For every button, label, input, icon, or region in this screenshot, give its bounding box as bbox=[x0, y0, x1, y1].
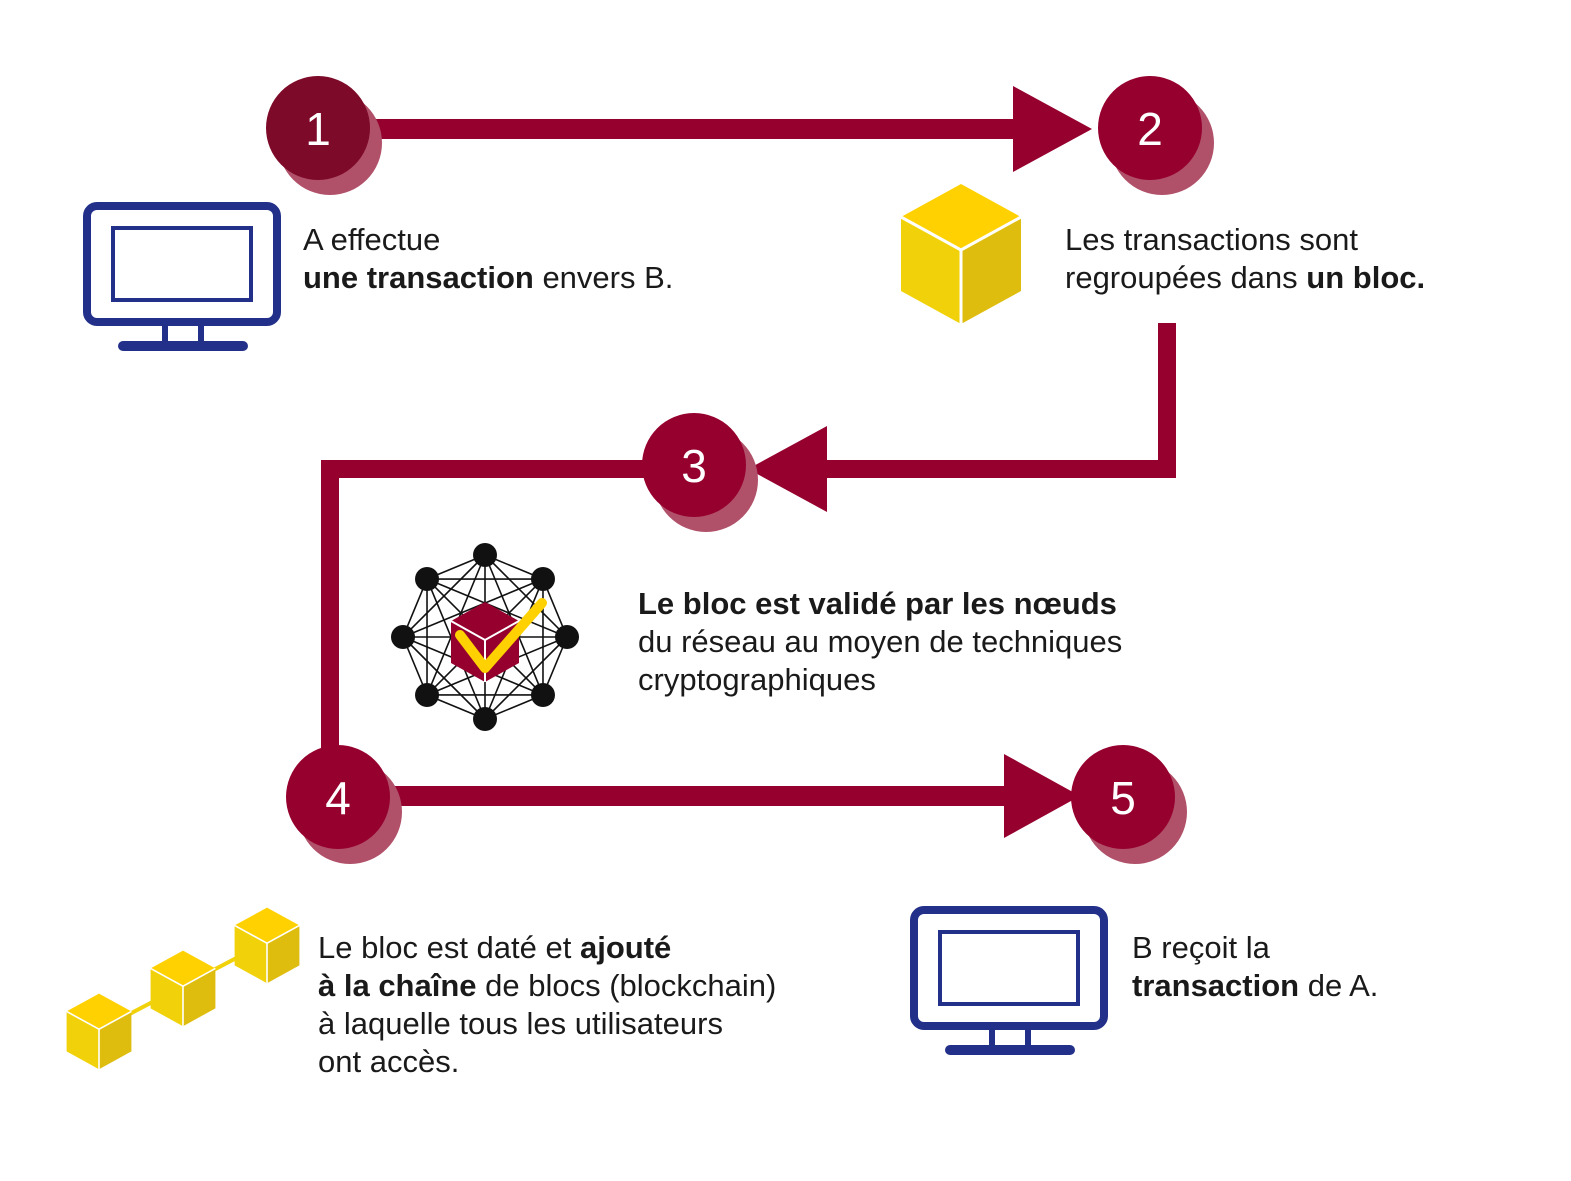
block-chain-icon bbox=[65, 906, 301, 1071]
svg-text:4: 4 bbox=[325, 772, 351, 824]
network-link bbox=[426, 578, 568, 638]
svg-text:2: 2 bbox=[1137, 103, 1163, 155]
step-3-badge: 3 bbox=[642, 413, 758, 532]
connector-1-2 bbox=[330, 86, 1092, 172]
caption-line: à la chaîne de blocs (blockchain) bbox=[318, 968, 776, 1003]
caption-line: B reçoit la bbox=[1132, 930, 1270, 965]
network-node bbox=[530, 682, 555, 707]
step-5-caption: B reçoit la transaction de A. bbox=[1132, 929, 1378, 1005]
network-node bbox=[415, 682, 440, 707]
step-1-badge: 1 bbox=[266, 76, 382, 195]
caption-text: A effectue bbox=[303, 222, 441, 257]
caption-text: Les transactions sont bbox=[1065, 222, 1358, 257]
caption-line: ont accès. bbox=[318, 1044, 459, 1079]
step-4-caption: Le bloc est daté et ajouté à la chaîne d… bbox=[318, 929, 776, 1081]
step-4-badge: 4 bbox=[286, 745, 402, 864]
caption-text: B reçoit la bbox=[1132, 930, 1270, 965]
caption-line: regroupées dans un bloc. bbox=[1065, 260, 1425, 295]
network-node bbox=[391, 625, 415, 649]
network-node bbox=[555, 625, 579, 649]
caption-line: A effectue bbox=[303, 222, 440, 257]
caption-line: Les transactions sont bbox=[1065, 222, 1358, 257]
caption-bold: un bloc. bbox=[1306, 260, 1426, 295]
svg-text:1: 1 bbox=[305, 103, 331, 155]
caption-text: du réseau au moyen de techniques bbox=[638, 624, 1123, 659]
caption-line: transaction de A. bbox=[1132, 968, 1378, 1003]
caption-text: regroupées dans bbox=[1065, 260, 1307, 295]
caption-text: cryptographiques bbox=[638, 662, 876, 697]
checkmark-icon bbox=[455, 598, 547, 673]
caption-text: ont accès. bbox=[318, 1044, 460, 1079]
step-1-caption: A effectue une transaction envers B. bbox=[303, 221, 673, 297]
computer-monitor-icon bbox=[87, 206, 277, 346]
caption-line: cryptographiques bbox=[638, 662, 876, 697]
network-link bbox=[402, 636, 486, 720]
network-node bbox=[530, 567, 555, 592]
step-2-badge: 2 bbox=[1098, 76, 1214, 195]
network-node bbox=[473, 707, 497, 731]
caption-line: du réseau au moyen de techniques bbox=[638, 624, 1122, 659]
caption-text: envers B. bbox=[533, 260, 674, 295]
connector-2-3 bbox=[748, 323, 1176, 512]
svg-text:3: 3 bbox=[681, 440, 707, 492]
connector-3-4 bbox=[321, 460, 650, 760]
caption-text: à laquelle tous les utilisateurs bbox=[318, 1006, 723, 1041]
caption-bold: ajouté bbox=[579, 930, 672, 965]
network-node bbox=[415, 567, 440, 592]
caption-text: de blocs (blockchain) bbox=[476, 968, 777, 1003]
step-5-badge: 5 bbox=[1071, 745, 1187, 864]
caption-bold: une transaction bbox=[303, 260, 534, 295]
caption-line: une transaction envers B. bbox=[303, 260, 673, 295]
computer-monitor-icon bbox=[914, 910, 1104, 1050]
caption-bold: transaction bbox=[1132, 968, 1300, 1003]
caption-text: de A. bbox=[1299, 968, 1379, 1003]
caption-bold: à la chaîne bbox=[318, 968, 477, 1003]
network-validation-icon bbox=[391, 543, 579, 731]
connector-4-5 bbox=[340, 754, 1080, 838]
caption-text: Le bloc est daté et bbox=[318, 930, 580, 965]
step-3-caption: Le bloc est validé par les nœuds du rése… bbox=[638, 585, 1122, 699]
caption-bold: Le bloc est validé par les nœuds bbox=[638, 586, 1117, 621]
block-cube-icon bbox=[899, 182, 1023, 326]
caption-line: Le bloc est daté et ajouté bbox=[318, 930, 671, 965]
step-2-caption: Les transactions sont regroupées dans un… bbox=[1065, 221, 1425, 297]
network-node bbox=[473, 543, 497, 567]
caption-line: Le bloc est validé par les nœuds bbox=[638, 586, 1117, 621]
caption-line: à laquelle tous les utilisateurs bbox=[318, 1006, 723, 1041]
svg-text:5: 5 bbox=[1110, 772, 1136, 824]
